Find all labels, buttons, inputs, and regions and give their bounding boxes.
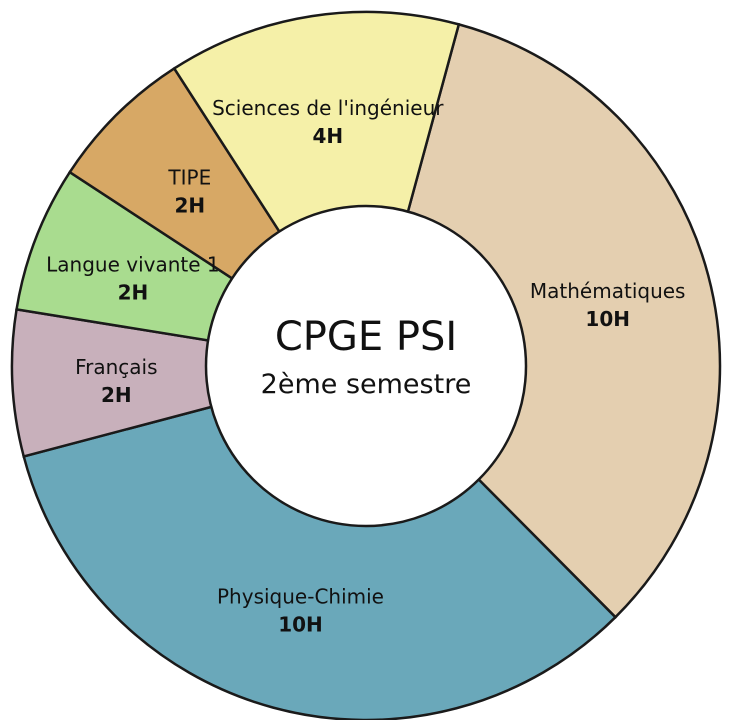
slice-label-physique-chimie: Physique-Chimie xyxy=(217,584,384,608)
slice-value-physique-chimie: 10H xyxy=(278,612,323,636)
slice-label-tipe: TIPE xyxy=(167,166,211,190)
slice-francais xyxy=(10,307,367,458)
chart-center-title: CPGE PSI xyxy=(275,314,457,360)
slice-physique-chimie xyxy=(22,364,618,720)
donut-hole xyxy=(204,204,528,528)
labels-group: Mathématiques 10H Physique-Chimie 10H França… xyxy=(46,96,685,636)
slice-label-mathematiques: Mathématiques xyxy=(530,279,686,303)
slice-value-mathematiques: 10H xyxy=(585,307,630,331)
slice-label-sciences-de-l-ingenieur: Sciences de l'ingénieur xyxy=(212,96,444,120)
slice-value-francais: 2H xyxy=(101,383,132,407)
slice-value-langue-vivante-1: 2H xyxy=(118,281,149,305)
slice-label-langue-vivante-1: Langue vivante 1 xyxy=(46,253,220,277)
slice-value-tipe: 2H xyxy=(174,194,205,218)
slice-mathematiques xyxy=(364,22,722,619)
slice-label-francais: Français xyxy=(75,355,157,379)
chart-center-subtitle: 2ème semestre xyxy=(261,369,472,400)
slice-value-sciences-de-l-ingenieur: 4H xyxy=(312,124,343,148)
